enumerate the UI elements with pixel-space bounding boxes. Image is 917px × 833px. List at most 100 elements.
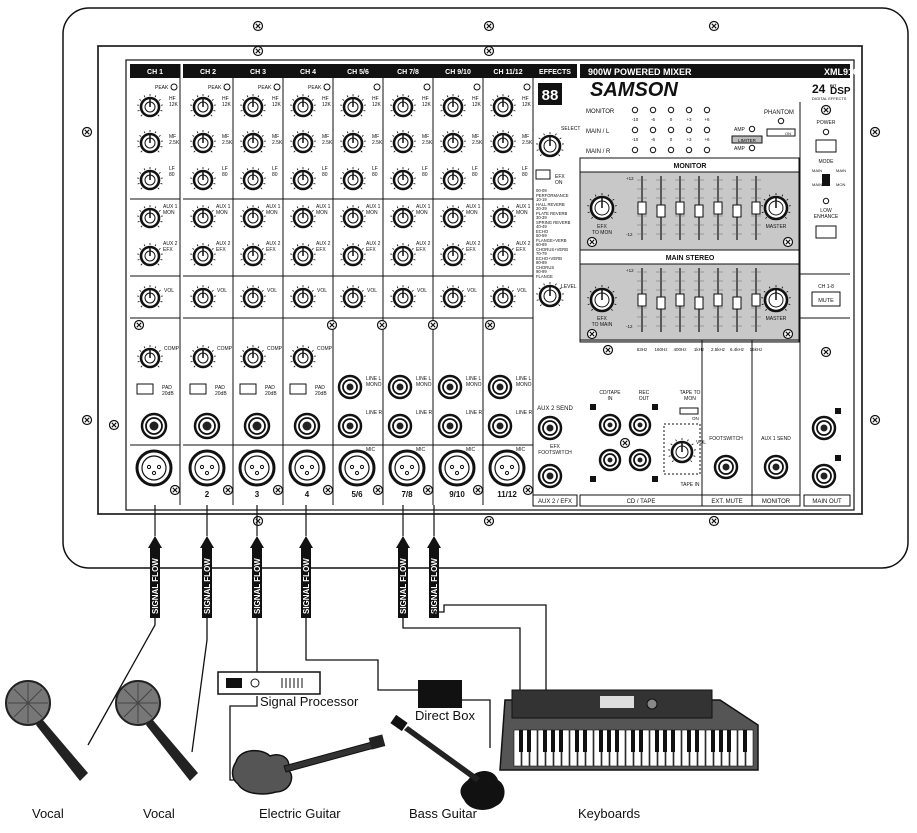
- vol-label: VOL: [517, 288, 527, 294]
- knob-tick: [411, 210, 414, 212]
- jack-icon: [546, 424, 554, 432]
- knob-tick: [310, 150, 313, 153]
- knob-tick: [311, 350, 314, 352]
- black-key: [583, 730, 587, 752]
- knob-tick: [558, 304, 561, 307]
- knob-tick: [157, 114, 160, 117]
- meter-led: [685, 106, 693, 114]
- jack-icon: [446, 383, 454, 391]
- knob-icon: [536, 132, 564, 158]
- knob-tick: [190, 146, 193, 148]
- knob-icon: [240, 345, 266, 369]
- channel-header: [433, 64, 483, 78]
- knob-tick: [786, 198, 789, 201]
- signal-flow-head: [200, 536, 214, 548]
- knob-icon: [240, 285, 266, 309]
- knob-tick: [555, 283, 557, 286]
- knob-tick: [143, 131, 146, 134]
- eq-label: 80: [422, 172, 428, 178]
- knob-tick: [511, 290, 514, 292]
- knob-tick: [392, 290, 395, 292]
- knob-icon: [190, 205, 216, 229]
- r-marker: [835, 455, 841, 461]
- knob-tick: [442, 99, 445, 101]
- knob-tick: [457, 131, 460, 134]
- jack-icon: [546, 472, 554, 480]
- comp-label: COMP: [164, 346, 180, 352]
- knob-tick: [243, 263, 246, 266]
- aux-label: AUX 1: [366, 204, 381, 210]
- master-label: MASTER: [766, 316, 787, 322]
- knob-tick: [610, 308, 613, 311]
- knob-tick: [158, 290, 161, 292]
- knob-tick: [193, 114, 196, 117]
- l-marker: [652, 404, 658, 410]
- knob-tick: [311, 290, 314, 292]
- knob-tick: [671, 460, 674, 463]
- knob-icon: [587, 285, 617, 313]
- meter-scale: -10: [632, 117, 639, 122]
- knob-tick: [363, 110, 366, 112]
- knob-tick: [410, 150, 413, 153]
- knob-tick: [761, 211, 764, 214]
- aux-label: MON: [466, 210, 478, 216]
- knob-tick: [160, 361, 163, 363]
- knob-tick: [392, 172, 395, 174]
- knob-tick: [591, 216, 594, 219]
- channel-input-number: 7/8: [401, 490, 413, 499]
- knob-tick: [396, 286, 399, 289]
- knob-tick: [340, 183, 343, 185]
- effects-list-item: SPRING REVERB: [536, 220, 571, 225]
- knob-icon: [440, 167, 466, 191]
- section-label-box: [532, 494, 578, 507]
- black-key: [655, 730, 659, 752]
- knob-tick: [263, 301, 266, 303]
- meter-led: [667, 106, 675, 114]
- knob-tick: [139, 172, 142, 174]
- eq-fader-cap: [656, 296, 666, 310]
- knob-tick: [507, 286, 510, 289]
- knob-tick: [496, 206, 499, 209]
- knob-tick: [360, 225, 363, 228]
- eq-scale: +12: [626, 176, 634, 181]
- eq-label: LF: [322, 166, 328, 172]
- eq-label: MF: [222, 134, 229, 140]
- directbox-cable-in: [305, 618, 418, 691]
- knob-tick: [490, 301, 493, 303]
- knob-tick: [207, 131, 210, 134]
- xlr-icon: [294, 455, 320, 481]
- bass-neck: [404, 726, 480, 782]
- knob-icon: [390, 205, 416, 229]
- signal-processor-unit: [217, 671, 321, 695]
- eq-label: MF: [169, 134, 176, 140]
- knob-tick: [784, 308, 787, 311]
- knob-tick: [461, 135, 464, 137]
- knob-tick: [763, 290, 766, 293]
- knob-tick: [393, 263, 396, 266]
- vocal-label-2: Vocal: [143, 806, 175, 821]
- signal-flow-arrow: SIGNAL FLOW: [299, 505, 313, 618]
- knob-tick: [157, 305, 160, 308]
- knob-tick: [511, 248, 514, 250]
- black-key: [727, 730, 731, 752]
- knob-tick: [543, 283, 545, 286]
- effects-list-item: FLANGE: [536, 274, 553, 279]
- knob-tick: [140, 305, 143, 308]
- knob-tick: [196, 131, 199, 134]
- knob-tick: [242, 135, 245, 137]
- knob-tick: [594, 194, 597, 197]
- screw-icon: [605, 347, 611, 353]
- knob-icon: [440, 94, 466, 118]
- channel-header: [333, 64, 383, 78]
- signal-flow-bar: [301, 548, 311, 618]
- tape-in-label: TAPE IN: [680, 482, 699, 488]
- pad-label: PAD: [215, 385, 225, 391]
- screw-icon: [872, 417, 878, 423]
- knob-tick: [263, 183, 266, 185]
- knob-icon: [290, 345, 316, 369]
- xlr-pin: [151, 470, 157, 476]
- knob-tick: [410, 305, 413, 308]
- eq-label: 12K: [522, 102, 532, 108]
- knob-tick: [193, 365, 196, 368]
- amp1-label: AMP: [734, 127, 746, 133]
